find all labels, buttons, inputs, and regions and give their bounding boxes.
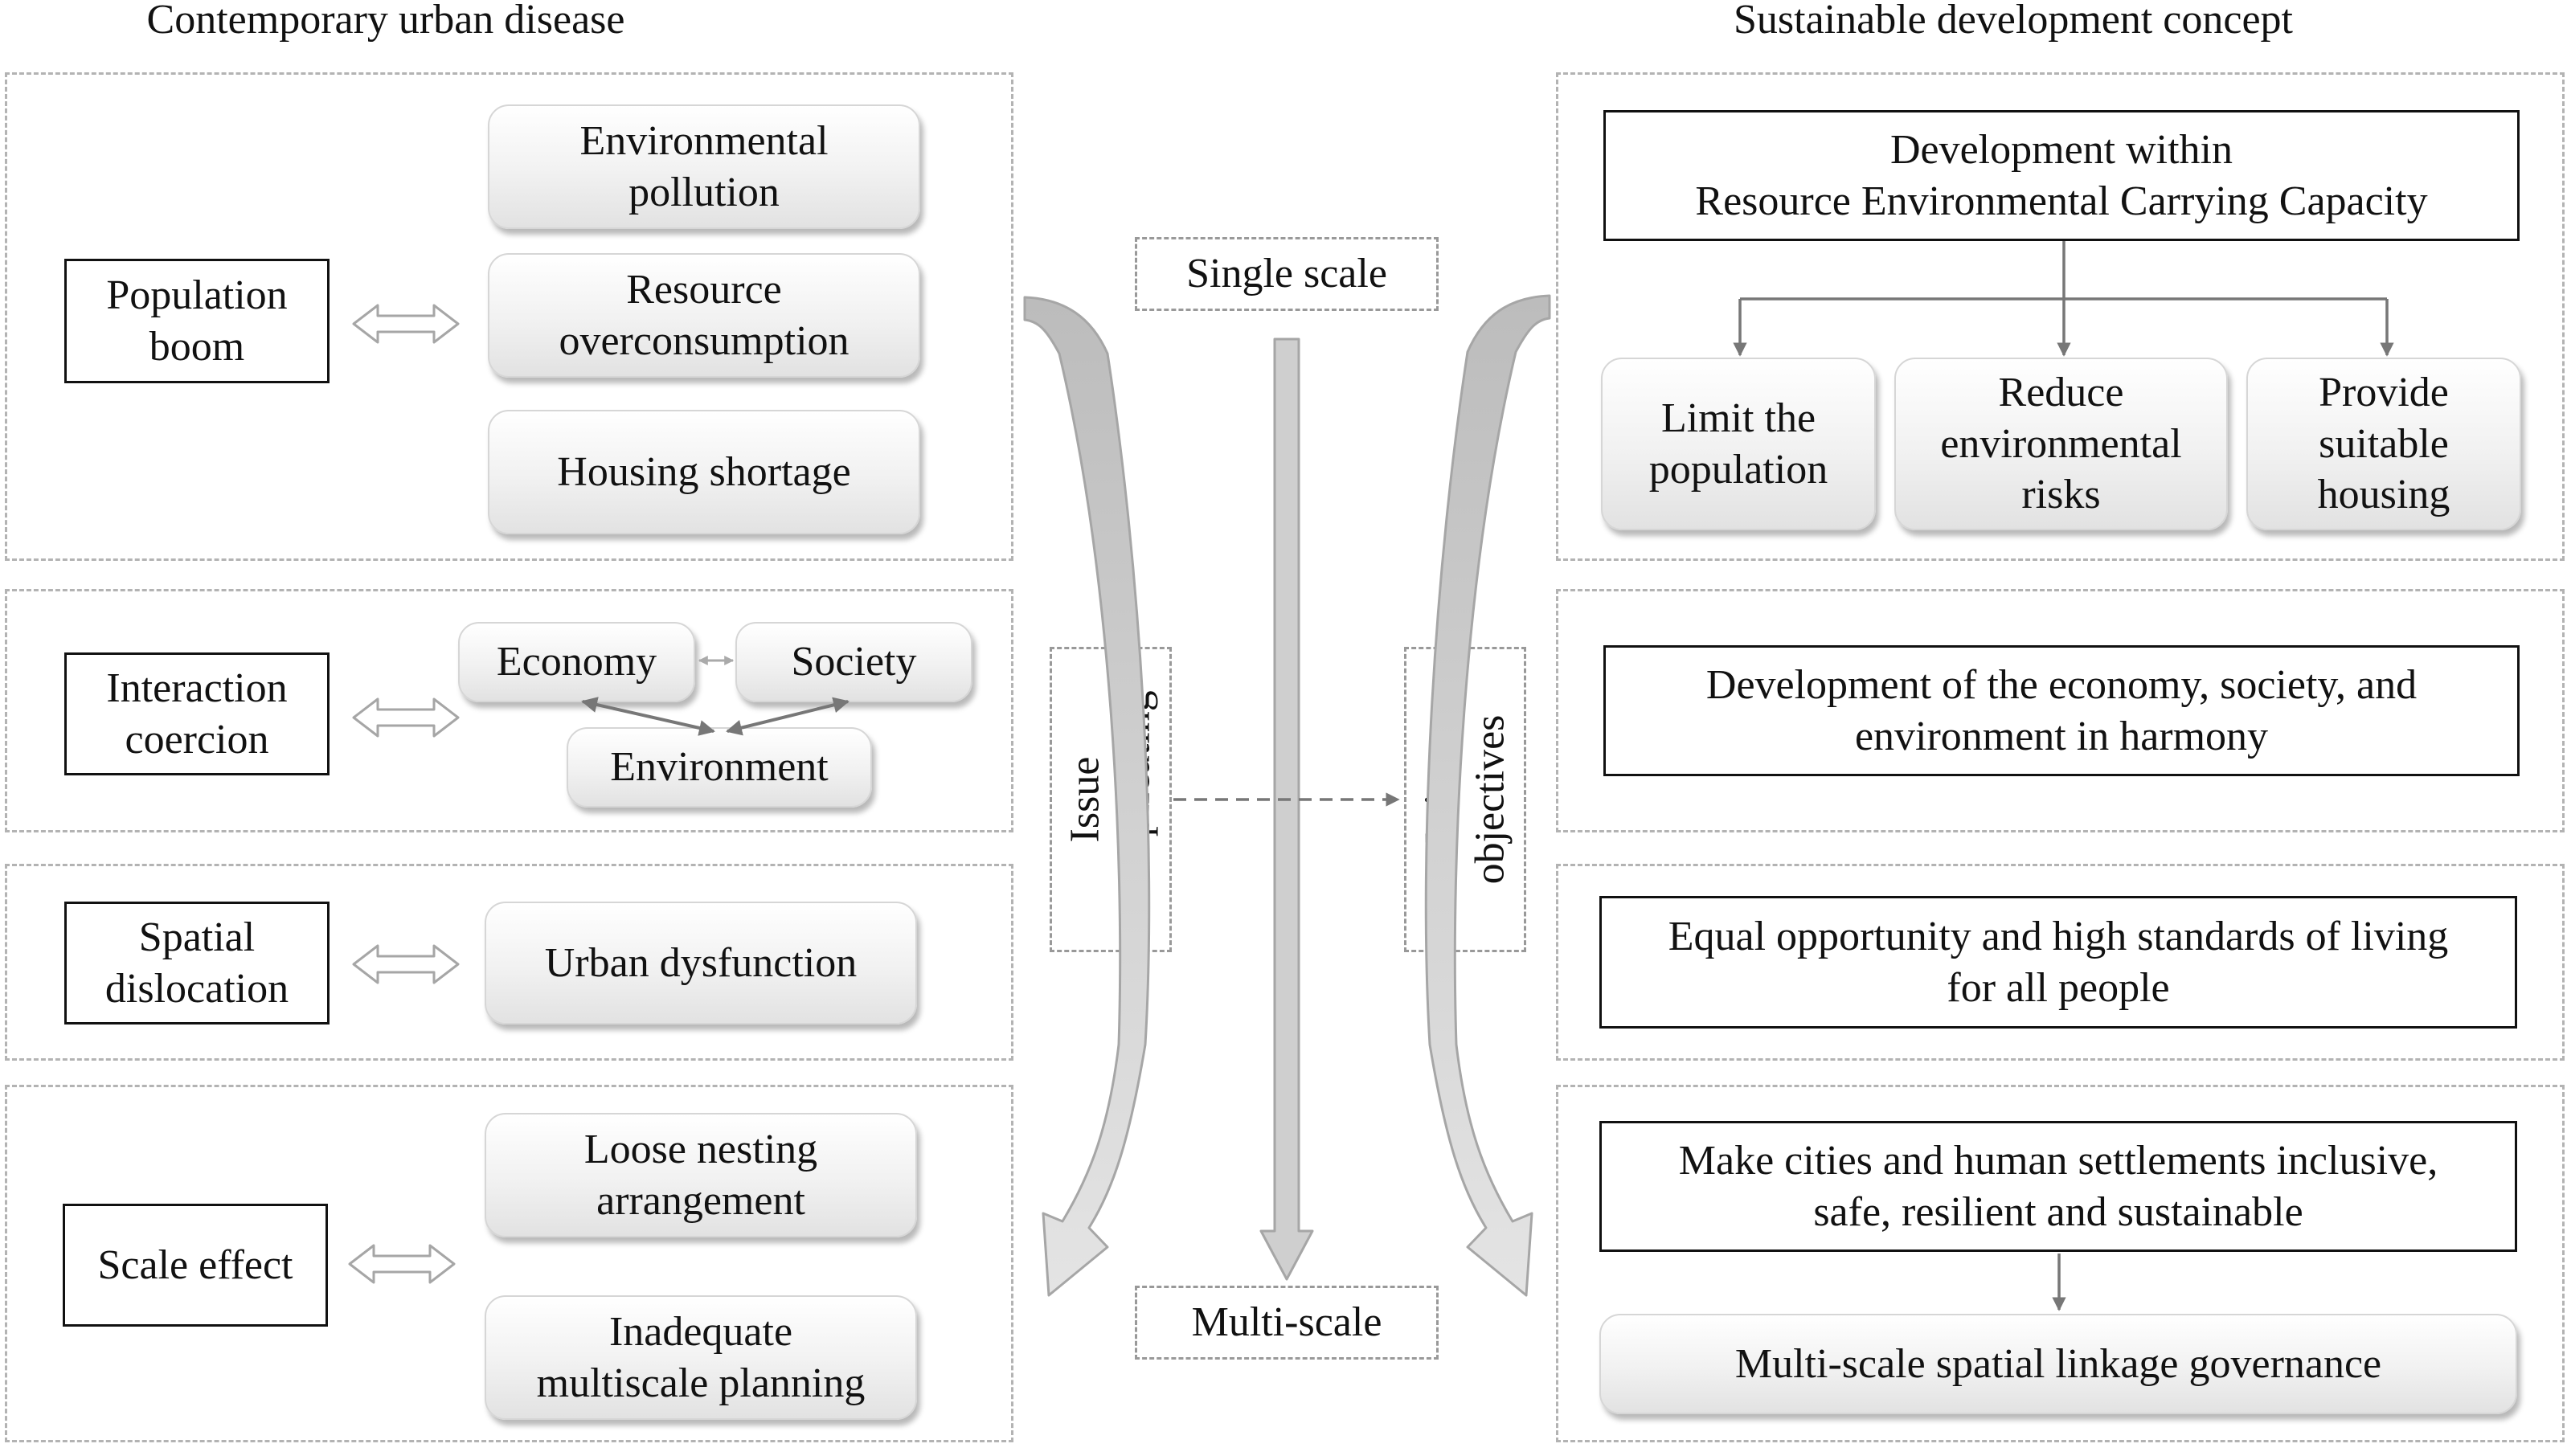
goal-suitable-housing: Provide suitable housing bbox=[2246, 358, 2521, 530]
panel-harmony bbox=[1556, 589, 2565, 832]
node-environment: Environment bbox=[567, 727, 872, 808]
panel-equal-opportunity bbox=[1556, 864, 2565, 1061]
double-arrow-interaction bbox=[352, 697, 460, 738]
goal-multiscale-governance: Multi-scale spatial linkage governance bbox=[1599, 1314, 2517, 1414]
goal-harmony: Development of the economy, society, and… bbox=[1603, 645, 2520, 776]
single-to-multi-arrow bbox=[1259, 337, 1314, 1281]
panel-spatial-dislocation bbox=[5, 864, 1013, 1061]
link-society-environment bbox=[726, 697, 850, 736]
goal-reduce-risks: Reduce environmental risks bbox=[1894, 358, 2228, 530]
left-section-title: Contemporary urban disease bbox=[146, 0, 625, 43]
cause-population-boom: Population boom bbox=[64, 259, 330, 383]
panel-multiscale-governance bbox=[1556, 1085, 2565, 1442]
cause-spatial-dislocation: Spatial dislocation bbox=[64, 902, 330, 1025]
panel-population-boom bbox=[5, 72, 1013, 561]
goal-carrying-capacity: Development within Resource Environmenta… bbox=[1603, 110, 2520, 241]
problem-inadequate-planning: Inadequate multiscale planning bbox=[485, 1295, 917, 1420]
problem-urban-dysfunction: Urban dysfunction bbox=[485, 902, 917, 1025]
panel-interaction-coercion bbox=[5, 589, 1013, 832]
left-curved-arrow bbox=[1023, 296, 1151, 1297]
problem-housing-shortage: Housing shortage bbox=[488, 410, 920, 534]
double-arrow-population bbox=[352, 304, 460, 344]
link-economy-environment bbox=[581, 697, 715, 736]
problem-loose-nesting: Loose nesting arrangement bbox=[485, 1113, 917, 1237]
node-society: Society bbox=[735, 622, 972, 702]
goal-inclusive-cities: Make cities and human settlements inclus… bbox=[1599, 1121, 2517, 1252]
label-multi-scale: Multi-scale bbox=[1135, 1286, 1439, 1360]
label-single-scale: Single scale bbox=[1135, 237, 1439, 311]
right-curved-arrow bbox=[1424, 294, 1551, 1297]
problem-resource-overconsumption: Resource overconsumption bbox=[488, 253, 920, 378]
right-section-title: Sustainable development concept bbox=[1733, 0, 2293, 43]
problem-environmental-pollution: Environmental pollution bbox=[488, 104, 920, 229]
panel-scale-effect bbox=[5, 1085, 1013, 1442]
goal-equal-opportunity: Equal opportunity and high standards of … bbox=[1599, 896, 2517, 1029]
cause-interaction-coercion: Interaction coercion bbox=[64, 652, 330, 775]
node-economy: Economy bbox=[458, 622, 695, 702]
double-arrow-scale bbox=[348, 1244, 456, 1284]
double-arrow-spatial bbox=[352, 944, 460, 984]
panel-carrying-capacity bbox=[1556, 72, 2565, 561]
goal-limit-population: Limit the population bbox=[1601, 358, 1876, 530]
cause-scale-effect: Scale effect bbox=[63, 1204, 328, 1327]
